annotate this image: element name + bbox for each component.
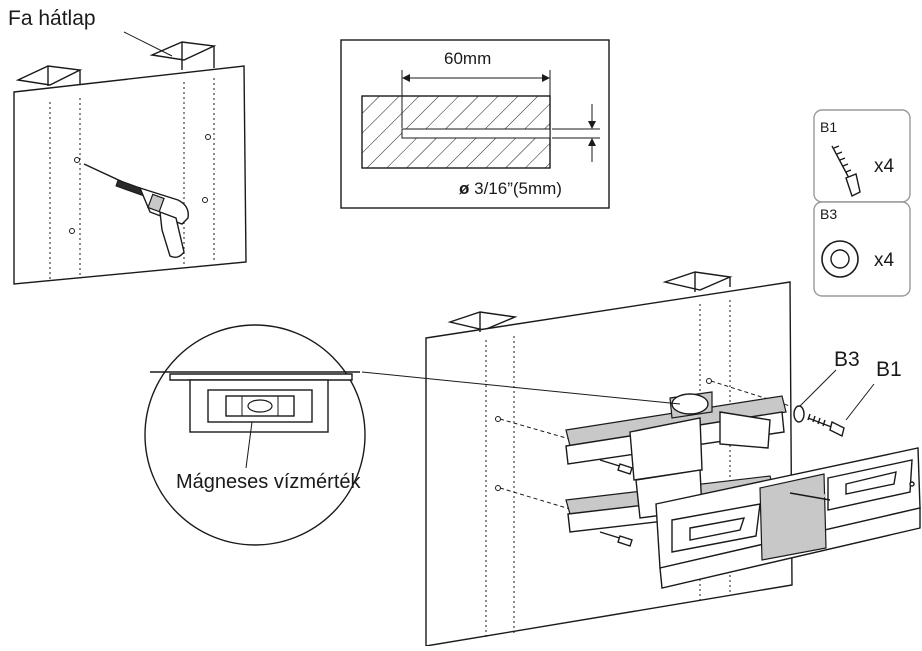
callout-b1: B1 [876,358,902,381]
magnetic-level-label: Mágneses vízmérték [176,471,361,493]
callout-b3: B3 [834,348,860,371]
lag-bolt-b1 [807,383,875,438]
drill-icon [83,163,189,259]
drill-diameter-label: ø 3/16”(5mm) [459,180,562,197]
diameter-symbol: ø [459,179,470,198]
drill-depth-label: 60mm [444,49,492,68]
drill-diameter-value: 3/16”(5mm) [474,179,562,198]
part-b1-qty: x4 [874,156,895,177]
wall-mount-bracket [565,391,921,589]
level-magnifier [144,324,681,546]
washer-b3 [793,369,837,423]
part-b3-qty: x4 [874,250,895,271]
lag-bolt-icon [831,145,861,197]
part-b3-code: B3 [820,206,838,222]
drill-depth-detail [340,39,610,209]
washer-icon [821,240,859,278]
part-b1-code: B1 [820,119,838,135]
wall-with-studs [425,271,793,647]
wood-panel-drilling [13,31,247,285]
wood-back-label: Fa hátlap [8,7,96,30]
